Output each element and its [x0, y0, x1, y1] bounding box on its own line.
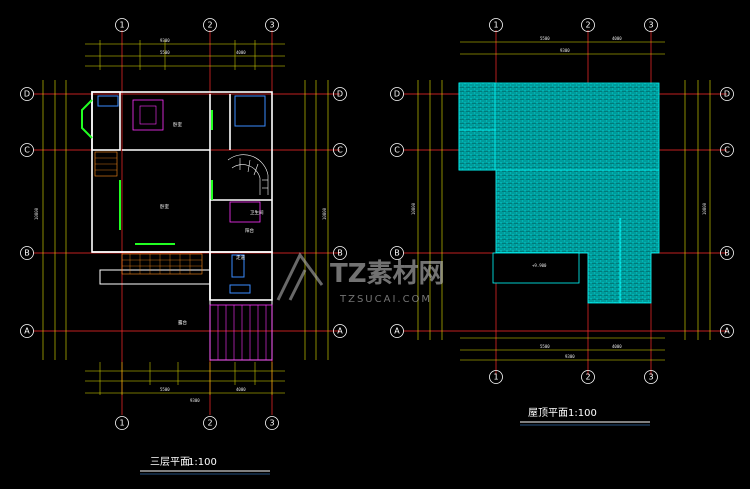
left-axis-b-right: B	[337, 249, 343, 258]
left-axis-3-top: 3	[269, 21, 274, 30]
right-plan-title: 屋顶平面 1:100	[520, 407, 650, 426]
left-dim-bottom-total: 9300	[190, 398, 200, 403]
right-axis-c-left: C	[394, 146, 400, 155]
left-axis-1-bottom: 1	[119, 419, 124, 428]
right-dim-right-total: 10800	[702, 202, 707, 215]
watermark-main-text: TZ素材网	[330, 259, 445, 289]
watermark-sub-text: TZSUCAI.COM	[339, 294, 432, 305]
left-dim-right-total: 10800	[322, 207, 327, 220]
left-axis-1-top: 1	[119, 21, 124, 30]
left-room-bath: 卫生间	[250, 209, 264, 216]
right-title-scale: 1:100	[568, 408, 597, 419]
left-dimension-lines	[42, 40, 329, 395]
left-room-bedroom-2: 卧室	[173, 121, 182, 128]
right-roof-hatch	[458, 82, 660, 304]
left-axis-labels: 1 2 3 1 2 3 D C B A D C B A	[24, 21, 343, 428]
right-dimension-text: 5500 4000 9300 5500 4000 9300 10800 1080…	[411, 36, 707, 359]
left-windows	[81, 99, 213, 245]
left-axis-2-top: 2	[207, 21, 212, 30]
left-axis-c-right: C	[337, 146, 343, 155]
left-title-scale: 1:100	[188, 457, 217, 468]
right-level-mark: +9.900	[532, 263, 547, 268]
left-axis-b-left: B	[24, 249, 30, 258]
right-axis-c-right: C	[724, 146, 730, 155]
left-axis-grid	[33, 30, 340, 415]
right-dim-top-total: 9300	[560, 48, 570, 53]
left-axis-a-left: A	[24, 327, 30, 336]
left-plan-title: 三层平面 1:100	[140, 456, 270, 475]
right-axis-1-top: 1	[493, 21, 498, 30]
right-dimension-lines	[417, 41, 711, 361]
watermark: TZ素材网 TZSUCAI.COM	[276, 252, 445, 305]
left-dim-top-b: 4000	[236, 50, 246, 55]
right-dim-bottom-total: 9300	[565, 354, 575, 359]
right-dim-left-total: 10800	[411, 202, 416, 215]
right-axis-b-right: B	[724, 249, 730, 258]
right-axis-3-bottom: 3	[648, 373, 653, 382]
right-axis-a-left: A	[394, 327, 400, 336]
left-room-terrace: 露台	[178, 319, 187, 326]
right-axis-labels: 1 2 3 1 2 3 D C B A D C B A	[394, 21, 730, 382]
left-axis-d-left: D	[24, 90, 30, 99]
right-axis-d-right: D	[724, 90, 730, 99]
right-axis-b-left: B	[394, 249, 400, 258]
right-dim-top-b: 4000	[612, 36, 622, 41]
left-room-balcony: 阳台	[245, 227, 254, 234]
right-axis-2-bottom: 2	[585, 373, 590, 382]
right-axis-2-top: 2	[585, 21, 590, 30]
left-dim-bottom-a: 5500	[160, 387, 170, 392]
left-hatch-areas	[94, 151, 203, 275]
left-stair	[227, 154, 269, 195]
left-title-text: 三层平面	[150, 456, 190, 468]
left-room-bedroom-1: 卧室	[160, 203, 169, 210]
left-axis-3-bottom: 3	[269, 419, 274, 428]
right-roof-plan: 5500 4000 9300 5500 4000 9300 10800 1080…	[390, 18, 734, 426]
watermark-logo-icon	[276, 252, 324, 301]
left-axis-d-right: D	[337, 90, 343, 99]
left-room-labels: 卧室 卧室 卫生间 阳台 露台 走道	[160, 121, 264, 326]
left-axis-a-right: A	[337, 327, 343, 336]
left-axis-2-bottom: 2	[207, 419, 212, 428]
left-dim-bottom-b: 4000	[236, 387, 246, 392]
right-title-text: 屋顶平面	[528, 407, 568, 419]
left-walls	[91, 91, 273, 301]
right-dim-bottom-a: 5500	[540, 344, 550, 349]
right-axis-d-left: D	[394, 90, 400, 99]
left-room-corridor: 走道	[236, 254, 245, 261]
right-axis-1-bottom: 1	[493, 373, 498, 382]
left-dimension-text: 9300 5500 4000 5500 4000 9300 10800 1080…	[34, 38, 327, 403]
left-terrace-outline	[99, 269, 273, 361]
right-dim-bottom-b: 4000	[612, 344, 622, 349]
right-axis-bubbles	[390, 18, 734, 384]
left-dim-top-a: 5500	[160, 50, 170, 55]
left-axis-c-left: C	[24, 146, 30, 155]
right-dim-top-a: 5500	[540, 36, 550, 41]
left-furniture	[97, 95, 273, 361]
right-axis-a-right: A	[724, 327, 730, 336]
right-axis-3-top: 3	[648, 21, 653, 30]
left-dim-left-total: 10800	[34, 207, 39, 220]
left-axis-bubbles	[20, 18, 347, 430]
left-floor-plan: 9300 5500 4000 5500 4000 9300 10800 1080…	[20, 18, 347, 475]
left-dim-top-total: 9300	[160, 38, 170, 43]
